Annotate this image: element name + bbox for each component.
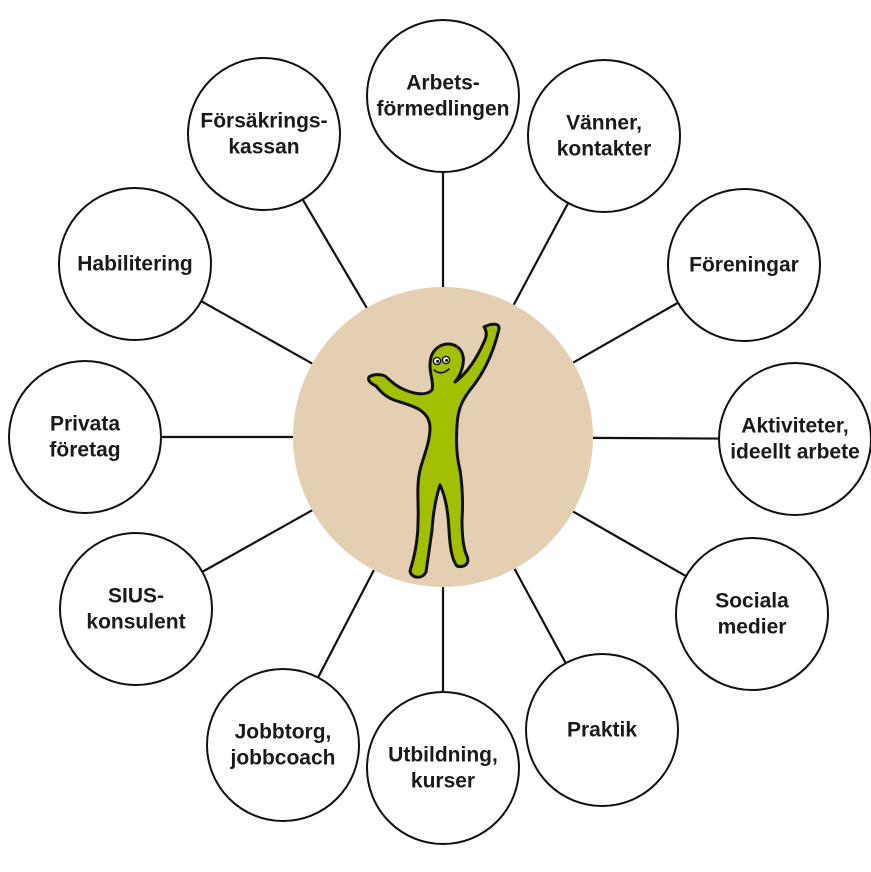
node-label-aktiviteter-ideellt-arbete: ideellt arbete (730, 441, 860, 464)
node-label-forsakringskassan: Försäkrings- (200, 110, 327, 133)
node-habilitering: Habilitering (58, 187, 212, 341)
waving-person-icon (367, 322, 501, 579)
node-utbildning-kurser: Utbildning, kurser (366, 691, 520, 845)
node-label-sociala-medier: Sociala (715, 590, 789, 613)
connector-line-vanner-kontakter (512, 202, 570, 306)
node-circle-jobbtorg-jobbcoach (206, 668, 360, 822)
node-circle-sius-konsulent (59, 532, 213, 686)
connector-line-foreningar (572, 301, 679, 364)
node-sociala-medier: Sociala medier (675, 537, 829, 691)
node-foreningar: Föreningar (667, 188, 821, 342)
node-label-jobbtorg-jobbcoach: jobbcoach (229, 747, 335, 770)
node-jobbtorg-jobbcoach: Jobbtorg, jobbcoach (206, 668, 360, 822)
node-sius-konsulent: SIUS-konsulent (59, 532, 213, 686)
node-label-arbetsformedlingen: förmedlingen (376, 98, 509, 121)
node-label-habilitering: Habilitering (77, 253, 193, 276)
node-circle-privata-foretag (8, 360, 162, 514)
connector-line-sius-konsulent (201, 509, 313, 573)
node-circle-forsakringskassan (187, 57, 341, 211)
connector-line-praktik (513, 568, 567, 664)
node-vanner-kontakter: Vänner, kontakter (527, 59, 681, 213)
connector-line-habilitering (200, 300, 313, 365)
node-label-privata-foretag: Privata (50, 413, 120, 436)
node-circle-praktik (525, 653, 679, 807)
node-label-forsakringskassan: kassan (228, 136, 299, 159)
node-label-sius-konsulent: konsulent (86, 611, 185, 634)
node-label-sius-konsulent: SIUS- (108, 585, 164, 608)
node-circle-arbetsformedlingen (366, 19, 520, 173)
node-label-utbildning-kurser: kurser (411, 770, 475, 793)
node-circle-vanner-kontakter (527, 59, 681, 213)
node-label-vanner-kontakter: kontakter (557, 138, 652, 161)
node-circle-utbildning-kurser (366, 691, 520, 845)
node-circle-aktiviteter-ideellt-arbete (718, 362, 871, 516)
node-circle-sociala-medier (675, 537, 829, 691)
connector-line-aktiviteter-ideellt-arbete (592, 436, 720, 440)
node-circle-foreningar (667, 188, 821, 342)
connector-line-jobbtorg-jobbcoach (317, 569, 375, 679)
node-label-praktik: Praktik (567, 719, 637, 742)
node-privata-foretag: Privata företag (8, 360, 162, 514)
node-arbetsformedlingen: Arbets-förmedlingen (366, 19, 520, 173)
node-label-privata-foretag: företag (49, 439, 120, 462)
node-label-arbetsformedlingen: Arbets- (406, 72, 480, 95)
connector-line-forsakringskassan (301, 198, 368, 309)
node-label-foreningar: Föreningar (689, 254, 799, 277)
node-label-utbildning-kurser: Utbildning, (388, 744, 498, 767)
connector-line-sociala-medier (572, 510, 687, 578)
node-forsakringskassan: Försäkrings-kassan (187, 57, 341, 211)
node-praktik: Praktik (525, 653, 679, 807)
node-label-aktiviteter-ideellt-arbete: Aktiviteter, (741, 415, 848, 438)
node-label-vanner-kontakter: Vänner, (566, 112, 642, 135)
smile-icon (433, 368, 450, 374)
node-label-sociala-medier: medier (718, 616, 787, 639)
node-circle-habilitering (58, 187, 212, 341)
connector-lines (161, 172, 720, 692)
node-label-jobbtorg-jobbcoach: Jobbtorg, (235, 721, 332, 744)
node-aktiviteter-ideellt-arbete: Aktiviteter, ideellt arbete (718, 362, 871, 516)
